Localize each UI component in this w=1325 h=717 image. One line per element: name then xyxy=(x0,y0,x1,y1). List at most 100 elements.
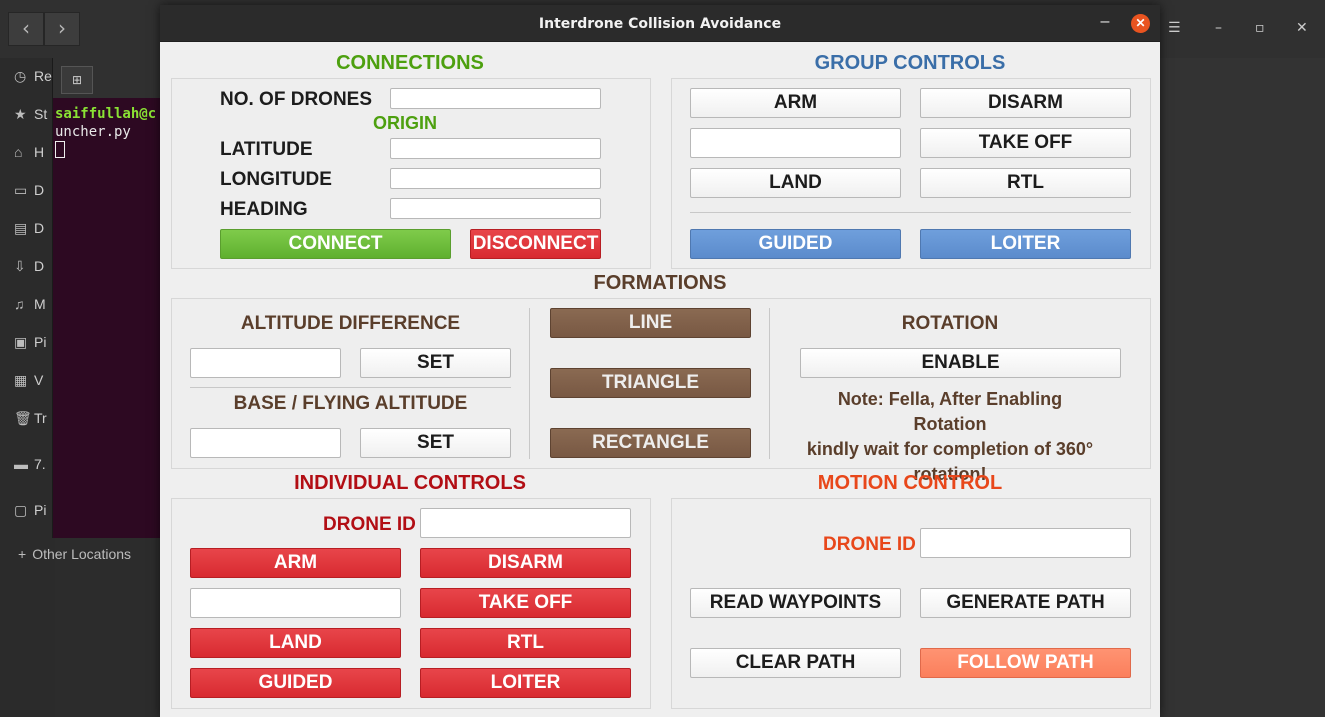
sidebar-item-downloads[interactable]: ⇩D xyxy=(14,254,214,278)
trash-icon: 🗑 xyxy=(14,410,32,426)
sidebar-item-trash[interactable]: 🗑Tr xyxy=(14,406,214,430)
group-guided-button[interactable]: GUIDED xyxy=(690,229,901,259)
formations-divider-left xyxy=(529,308,530,459)
sidebar-item-videos[interactable]: ▦V xyxy=(14,368,214,392)
star-icon: ★ xyxy=(14,106,27,122)
group-land-button[interactable]: LAND xyxy=(690,168,901,198)
sidebar-item-other-locations[interactable]: +Other Locations xyxy=(18,546,131,562)
desktop-icon: ▭ xyxy=(14,182,28,198)
group-disarm-button[interactable]: DISARM xyxy=(920,88,1131,118)
sidebar-item-label: H xyxy=(34,144,45,160)
motion-drone-id-input[interactable] xyxy=(920,528,1131,558)
longitude-input[interactable] xyxy=(390,168,601,189)
formation-rectangle-button[interactable]: RECTANGLE xyxy=(550,428,751,458)
altitude-difference-input[interactable] xyxy=(190,348,341,378)
formation-triangle-button[interactable]: TRIANGLE xyxy=(550,368,751,398)
individual-drone-id-input[interactable] xyxy=(420,508,631,538)
individual-takeoff-altitude-input[interactable] xyxy=(190,588,401,618)
home-icon: ⌂ xyxy=(14,144,23,160)
heading-label: HEADING xyxy=(220,199,308,220)
individual-disarm-button[interactable]: DISARM xyxy=(420,548,631,578)
individual-guided-button[interactable]: GUIDED xyxy=(190,668,401,698)
clock-icon: ◷ xyxy=(14,68,27,84)
sidebar-item-recent[interactable]: ◷ Re xyxy=(14,64,214,88)
folder-icon: ▢ xyxy=(14,502,28,518)
new-tab-button[interactable]: ⊞ xyxy=(61,66,93,94)
group-takeoff-button[interactable]: TAKE OFF xyxy=(920,128,1131,158)
sidebar-item-desktop[interactable]: ▭D xyxy=(14,178,214,202)
individual-takeoff-button[interactable]: TAKE OFF xyxy=(420,588,631,618)
background-window-header: ☰ – ▫ ✕ xyxy=(1160,0,1325,58)
downloads-icon: ⇩ xyxy=(14,258,26,274)
sidebar-item-music[interactable]: ♫M xyxy=(14,292,214,316)
clear-path-button[interactable]: CLEAR PATH xyxy=(690,648,901,678)
sidebar-item-label: Pi xyxy=(34,334,47,350)
heading-input[interactable] xyxy=(390,198,601,219)
group-takeoff-altitude-input[interactable] xyxy=(690,128,901,158)
new-tab-icon: ⊞ xyxy=(71,73,83,87)
forward-button[interactable]: › xyxy=(44,12,80,46)
individual-rtl-button[interactable]: RTL xyxy=(420,628,631,658)
terminal-window: ⊞ saiffullah@c uncher.py xyxy=(52,58,163,538)
group-arm-button[interactable]: ARM xyxy=(690,88,901,118)
videos-icon: ▦ xyxy=(14,372,28,388)
sidebar-item-starred[interactable]: ★ St xyxy=(14,102,214,126)
sidebar-item-pictures[interactable]: ▣Pi xyxy=(14,330,214,354)
latitude-input[interactable] xyxy=(390,138,601,159)
base-altitude-input[interactable] xyxy=(190,428,341,458)
sidebar-item-label: M xyxy=(34,296,46,312)
sidebar-item-label: Pi xyxy=(34,502,47,518)
origin-label: ORIGIN xyxy=(372,113,437,133)
motion-control-title: MOTION CONTROL xyxy=(817,472,1003,494)
menu-icon[interactable]: ☰ xyxy=(1168,20,1181,36)
terminal-cursor xyxy=(55,141,65,158)
close-button[interactable]: ✕ xyxy=(1131,14,1150,33)
sidebar-item-label: V xyxy=(34,372,44,388)
individual-land-button[interactable]: LAND xyxy=(190,628,401,658)
motion-drone-id-label: DRONE ID xyxy=(823,534,916,555)
sidebar-item-folder[interactable]: ▢ Pi xyxy=(14,498,214,522)
chevron-left-icon: ‹ xyxy=(22,16,30,40)
close-icon[interactable]: ✕ xyxy=(1296,20,1308,36)
sidebar-item-label: Other Locations xyxy=(32,546,132,562)
titlebar: Interdrone Collision Avoidance – ✕ xyxy=(160,5,1160,42)
individual-loiter-button[interactable]: LOITER xyxy=(420,668,631,698)
back-button[interactable]: ‹ xyxy=(8,12,44,46)
sidebar-item-label: St xyxy=(34,106,48,122)
sidebar-item-label: 7. xyxy=(34,456,46,472)
file-manager-sidebar: ◷Re ★St ⌂H ▭D ▤D ⇩D ♫M ▣Pi ▦V 🗑Tr ▬7. ▢P… xyxy=(0,58,55,717)
sidebar-item-drive[interactable]: ▬ 7. xyxy=(14,452,214,476)
individual-drone-id-label: DRONE ID xyxy=(323,514,416,535)
drive-icon: ▬ xyxy=(14,456,28,472)
altitude-difference-set-button[interactable]: SET xyxy=(360,348,511,378)
terminal-command: uncher.py xyxy=(55,124,131,140)
group-divider xyxy=(690,212,1131,213)
longitude-label: LONGITUDE xyxy=(220,169,332,190)
individual-arm-button[interactable]: ARM xyxy=(190,548,401,578)
disconnect-button[interactable]: DISCONNECT xyxy=(470,229,601,259)
minimize-icon: – xyxy=(1100,13,1110,30)
read-waypoints-button[interactable]: READ WAYPOINTS xyxy=(690,588,901,618)
follow-path-button[interactable]: FOLLOW PATH xyxy=(920,648,1131,678)
latitude-label: LATITUDE xyxy=(220,139,313,160)
connections-title: CONNECTIONS xyxy=(336,52,484,74)
base-altitude-set-button[interactable]: SET xyxy=(360,428,511,458)
formations-title: FORMATIONS xyxy=(593,272,727,294)
generate-path-button[interactable]: GENERATE PATH xyxy=(920,588,1131,618)
altitude-difference-label: ALTITUDE DIFFERENCE xyxy=(240,313,461,334)
group-rtl-button[interactable]: RTL xyxy=(920,168,1131,198)
connect-button[interactable]: CONNECT xyxy=(220,229,451,259)
formation-line-button[interactable]: LINE xyxy=(550,308,751,338)
rotation-enable-button[interactable]: ENABLE xyxy=(800,348,1121,378)
restore-icon[interactable]: ▫ xyxy=(1255,20,1265,36)
group-loiter-button[interactable]: LOITER xyxy=(920,229,1131,259)
music-icon: ♫ xyxy=(14,296,25,312)
sidebar-item-home[interactable]: ⌂H xyxy=(14,140,214,164)
num-drones-input[interactable] xyxy=(390,88,601,109)
sidebar-item-label: Re xyxy=(34,68,52,84)
minimize-button[interactable]: – xyxy=(1098,14,1112,31)
minimize-icon[interactable]: – xyxy=(1215,20,1222,36)
formations-divider-right xyxy=(769,308,770,459)
sidebar-item-label: D xyxy=(34,182,45,198)
sidebar-item-documents[interactable]: ▤D xyxy=(14,216,214,240)
